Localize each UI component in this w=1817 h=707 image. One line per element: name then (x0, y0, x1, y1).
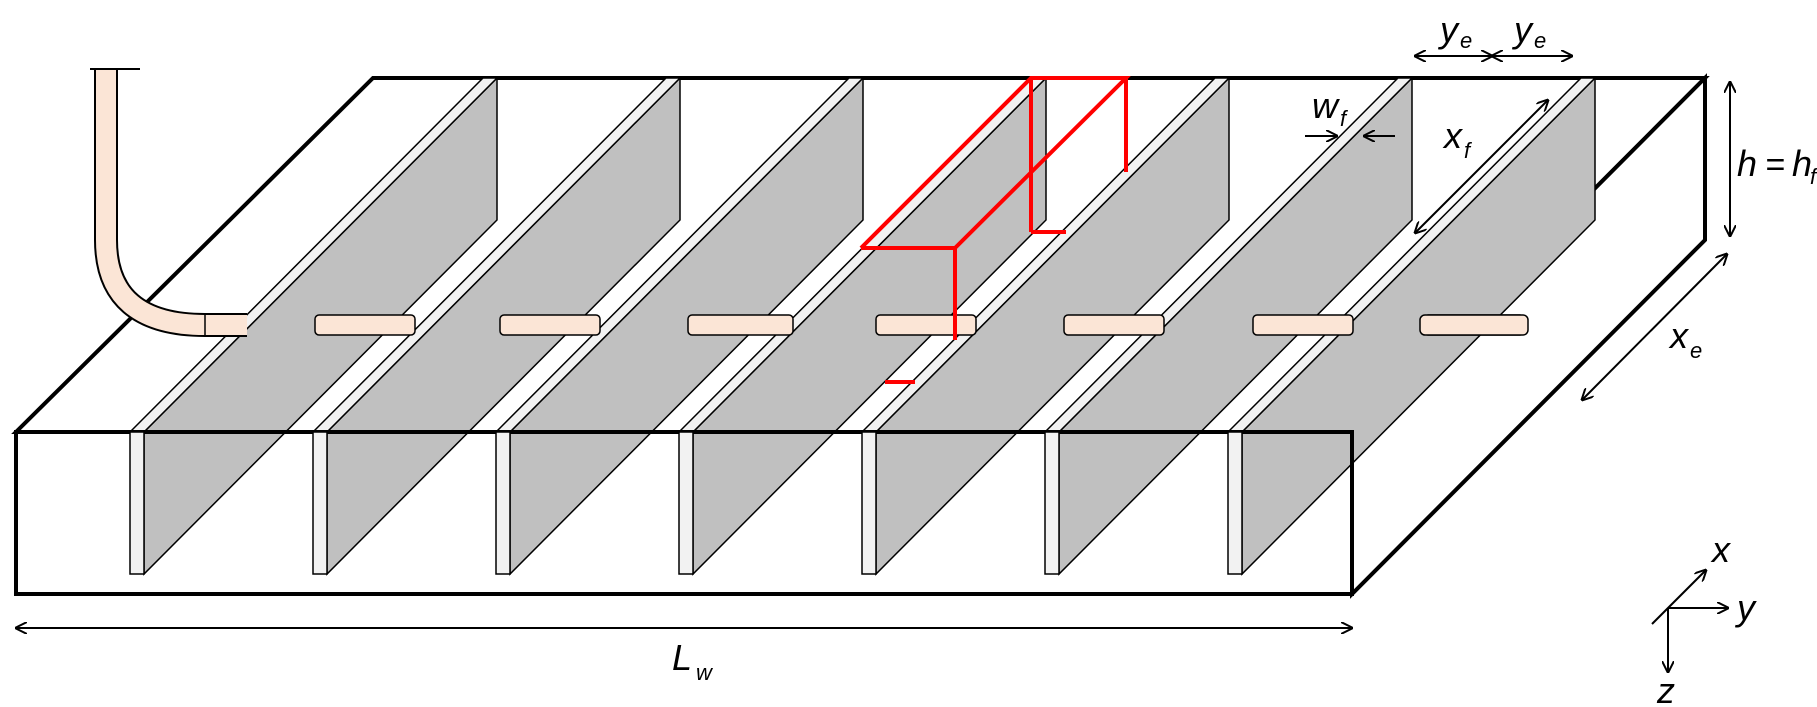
ye-label: y (1437, 9, 1460, 50)
fin-front-face (129, 431, 145, 575)
fin-front-face (1044, 431, 1060, 575)
unit-cell-highlight (859, 76, 1131, 384)
coordinate-axes (1651, 570, 1728, 672)
front-fin-faces (129, 431, 1243, 575)
fin-front-face (678, 431, 694, 575)
pipe-segment (499, 314, 601, 336)
wf-label: w (1312, 85, 1340, 126)
fin-front-face (1227, 431, 1243, 575)
fins (128, 76, 1597, 576)
xf-arrow (1415, 100, 1548, 233)
ye2-label: y (1511, 9, 1534, 50)
h-equals: = (1756, 146, 1795, 184)
hf-label: h (1792, 143, 1812, 184)
inlet-pipe (90, 68, 247, 337)
lw-label: L (672, 637, 692, 678)
axis-z-label: z (1656, 670, 1675, 707)
xf-label: x (1442, 115, 1464, 156)
pipes (314, 314, 1529, 336)
fin-front-face (495, 431, 511, 575)
axis-x-label: x (1710, 529, 1732, 570)
h-label: h (1737, 143, 1757, 184)
hf-label-sub: f (1810, 164, 1817, 189)
ye2-label-sub: e (1534, 28, 1546, 53)
dimension-labels: y e y e w f x f h = h f x e L w x y z (672, 9, 1817, 707)
pipe-segment (314, 314, 416, 336)
pipe-segment (1252, 314, 1354, 336)
pipe-segment (687, 314, 794, 336)
axis-y-label: y (1734, 587, 1757, 628)
lw-label-sub: w (696, 660, 714, 685)
pipe-segment (1063, 314, 1165, 336)
pipe-segment (875, 314, 977, 336)
wf-label-sub: f (1340, 106, 1349, 131)
xe-arrow (1582, 254, 1727, 400)
ye-label-sub: e (1460, 28, 1472, 53)
xe-label-sub: e (1690, 338, 1702, 363)
fin-front-face (861, 431, 877, 575)
dimension-arrows (16, 56, 1730, 628)
pipe-segment-end (1419, 314, 1529, 336)
xe-label: x (1668, 315, 1690, 356)
xf-label-sub: f (1464, 138, 1473, 163)
fin-front-face (312, 431, 328, 575)
